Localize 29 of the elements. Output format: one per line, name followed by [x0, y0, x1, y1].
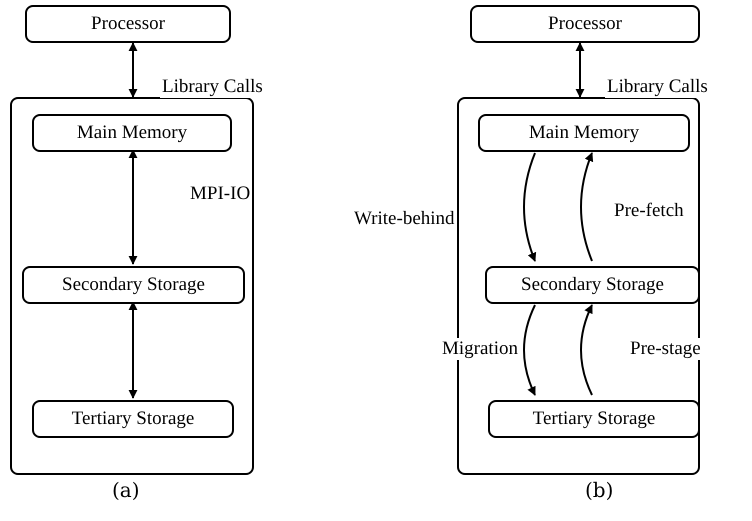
box-label: Main Memory [76, 122, 188, 144]
edge-label: Library Calls [605, 76, 710, 98]
box-label: Main Memory [528, 122, 640, 144]
double-arrow [128, 301, 138, 399]
group-box [10, 97, 254, 475]
curved-arrow [523, 152, 536, 262]
box-label: Processor [91, 13, 165, 35]
component-box [478, 114, 690, 152]
double-arrow [128, 149, 138, 265]
box-label: Tertiary Storage [72, 408, 194, 430]
component-box [488, 400, 700, 438]
component-box [22, 266, 245, 304]
box-label: Processor [548, 13, 622, 35]
box-label: Secondary Storage [62, 274, 205, 296]
box-label: Tertiary Storage [532, 408, 656, 430]
curved-arrow [523, 304, 536, 396]
component-box [32, 400, 234, 438]
edge-label: Library Calls [160, 76, 265, 98]
component-box [32, 114, 232, 152]
edge-label: Pre-stage [628, 338, 703, 360]
curved-arrow [580, 152, 594, 262]
double-arrow [128, 42, 138, 98]
curved-arrow [580, 304, 593, 396]
component-box [485, 266, 700, 304]
box-label: Secondary Storage [521, 274, 664, 296]
component-box [470, 5, 700, 43]
edge-label: Migration [440, 338, 520, 360]
double-arrow [576, 42, 584, 98]
component-box [25, 5, 231, 43]
